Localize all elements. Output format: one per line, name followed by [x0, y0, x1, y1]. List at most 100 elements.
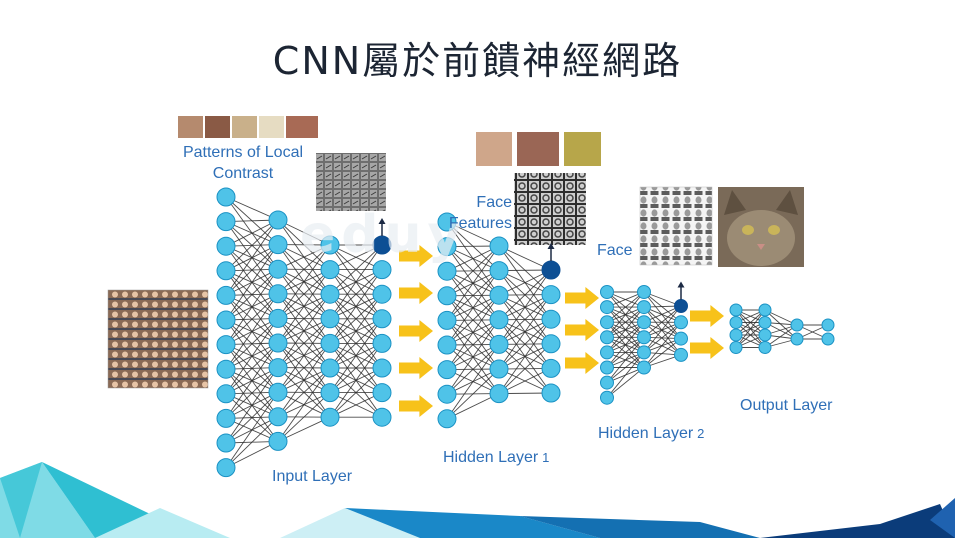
output-layer-label: Output Layer [740, 397, 833, 414]
patterns-label-line-2: Contrast [212, 165, 274, 182]
connection-line [277, 343, 331, 393]
neuron-node [600, 315, 614, 330]
neuron-node [320, 407, 340, 427]
network-connections [225, 196, 829, 469]
connection-line [643, 322, 682, 368]
neuron-node [729, 328, 743, 342]
neuron-node [372, 309, 392, 329]
connection-line [225, 219, 279, 247]
face-features-line-1: Face [476, 194, 512, 211]
connection-line [643, 338, 682, 368]
neuron-node [216, 187, 236, 207]
connection-line [498, 269, 552, 345]
highlighted-neuron [541, 260, 561, 280]
connection-line [446, 319, 500, 395]
neuron-node [216, 359, 236, 379]
neuron-node [372, 333, 392, 353]
connection-line [329, 293, 383, 369]
connection-line [225, 440, 279, 469]
face-label: Face [597, 242, 633, 259]
neuron-node [216, 310, 236, 330]
neuron-node [489, 334, 509, 354]
connection-line [225, 268, 279, 345]
neuron-node [216, 458, 236, 478]
connection-line [329, 269, 383, 344]
connection-line [225, 219, 279, 272]
connection-line [225, 367, 279, 419]
neuron-node [674, 347, 688, 362]
neuron-node [541, 285, 561, 305]
connection-line [606, 291, 645, 323]
connection-line [225, 219, 279, 296]
flow-arrow [399, 282, 433, 304]
connection-line [446, 344, 500, 395]
neuron-node [637, 345, 651, 360]
flow-arrow [565, 287, 599, 309]
connection-line [277, 293, 331, 344]
connection-line [498, 367, 552, 395]
connection-line [277, 293, 331, 368]
connection-line [606, 306, 645, 353]
input-layer-label: Input Layer [272, 468, 353, 485]
face-grid-thumbnail [107, 289, 209, 389]
neuron-node [268, 431, 288, 451]
neuron-node [320, 333, 340, 353]
connection-line [225, 318, 279, 395]
connection-line [764, 309, 798, 340]
flow-arrow [565, 319, 599, 341]
connection-line [329, 244, 383, 271]
local-contrast-patches [178, 116, 318, 138]
face-features-line-2: Features [448, 215, 512, 232]
connection-line [277, 392, 331, 442]
connection-line [643, 321, 682, 353]
connection-line [446, 221, 500, 247]
connection-line [446, 270, 500, 321]
neuron-node [729, 303, 743, 317]
connection-line [446, 368, 500, 420]
hidden-layer-1-index: 1 [542, 450, 550, 465]
neuron-output-arrow [378, 218, 386, 236]
neuron-node [437, 335, 457, 355]
neuron-output-arrow [677, 281, 685, 300]
connection-line [446, 294, 500, 346]
neuron-node [489, 261, 509, 281]
neuron-node [268, 284, 288, 304]
neuron-node [637, 360, 651, 375]
flow-arrow [399, 320, 433, 342]
neuron-node [216, 261, 236, 281]
connection-line [277, 244, 331, 295]
neuron-node [372, 358, 392, 378]
connection-line [225, 293, 279, 370]
neuron-node [320, 284, 340, 304]
neuron-node [268, 382, 288, 402]
neuron-node [437, 261, 457, 281]
connection-line [277, 367, 331, 442]
neuron-node [729, 316, 743, 329]
neuron-node [600, 285, 614, 299]
connection-line [643, 306, 682, 339]
connection-line [329, 269, 383, 320]
network-nodes [216, 187, 835, 478]
connection-line [329, 343, 383, 393]
neuron-node [637, 315, 651, 330]
flow-arrow [399, 395, 433, 417]
neuron-node [600, 330, 614, 345]
connection-line [225, 342, 279, 395]
neuron-node [489, 384, 509, 404]
neuron-node [437, 286, 457, 306]
connection-line [446, 245, 500, 321]
neuron-node [268, 358, 288, 378]
neuron-node [216, 285, 236, 305]
neuron-node [216, 433, 236, 453]
neuron-node [758, 316, 772, 329]
neuron-node [790, 318, 804, 332]
neuron-node [541, 309, 561, 329]
face-portrait-grid [639, 186, 713, 266]
neuron-node [216, 384, 236, 404]
connection-line [606, 306, 645, 338]
neuron-node [541, 358, 561, 378]
neuron-node [437, 212, 457, 232]
connection-line [329, 318, 383, 393]
connection-line [329, 367, 383, 418]
